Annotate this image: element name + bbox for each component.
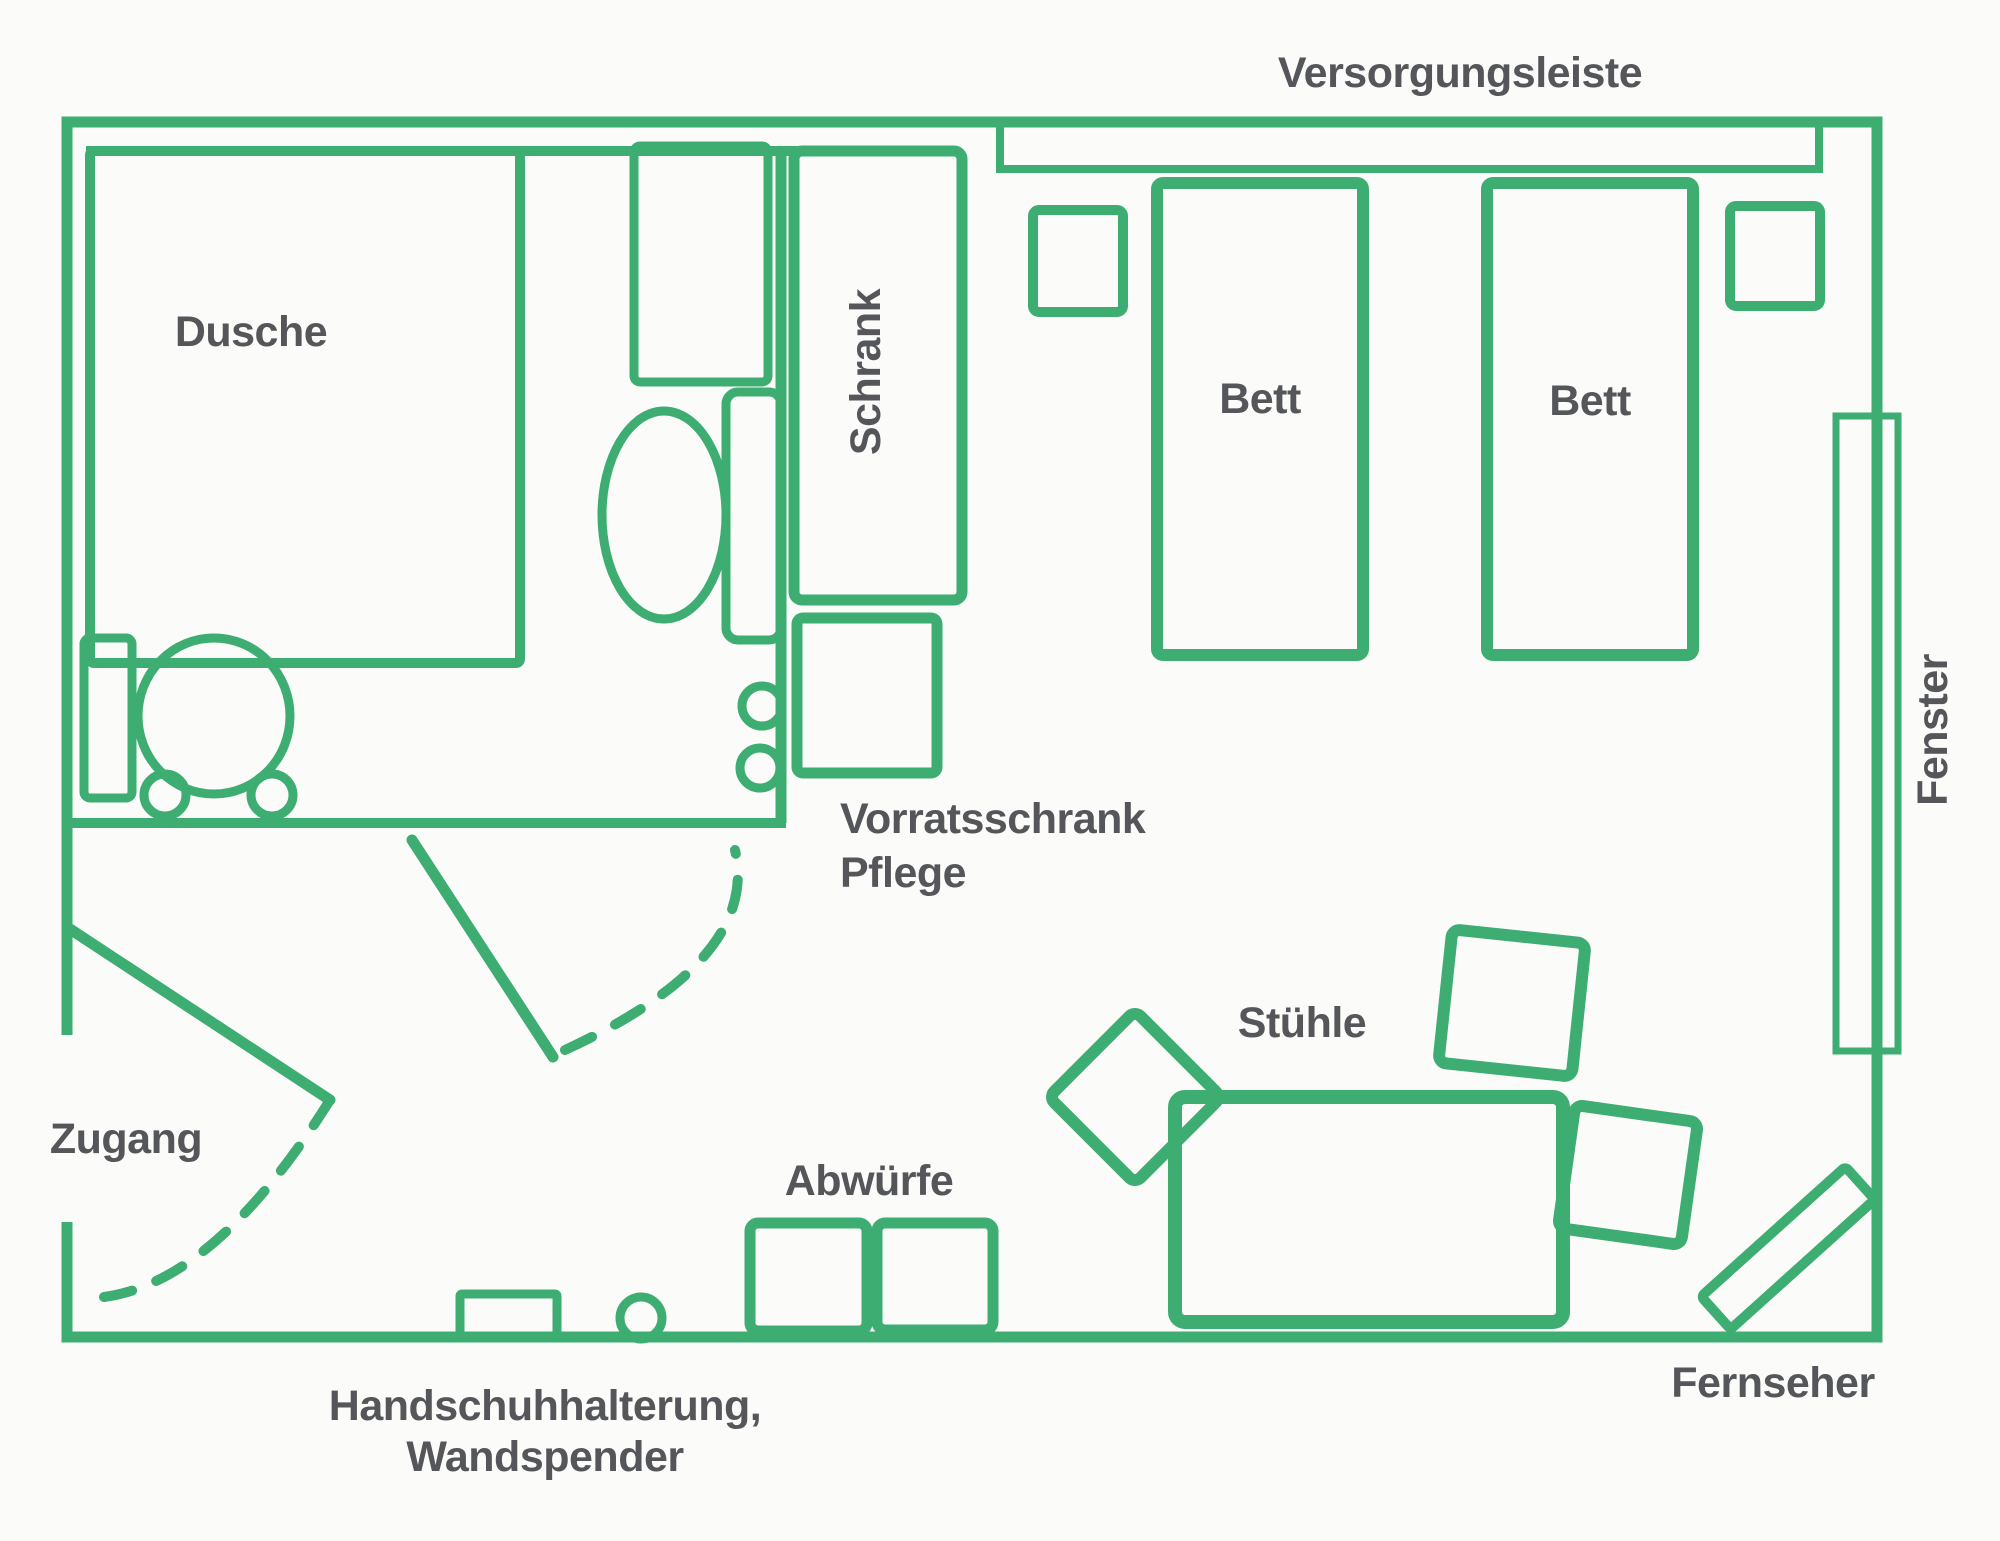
nightstand-left bbox=[1028, 205, 1128, 317]
floor-drain-left bbox=[139, 769, 191, 821]
entrance-door-leaf bbox=[64, 923, 336, 1106]
fixture-dot-bottom bbox=[735, 743, 785, 793]
chair-left bbox=[1046, 1008, 1224, 1186]
supply-cabinet bbox=[791, 612, 943, 779]
waste-chute-left bbox=[744, 1217, 873, 1337]
fixture-dot-top bbox=[737, 681, 787, 731]
label-bett-links: Bett bbox=[1219, 375, 1301, 423]
chair-right bbox=[1553, 1100, 1703, 1250]
toilet-bowl bbox=[133, 633, 295, 799]
label-fernseher: Fernseher bbox=[1671, 1359, 1875, 1407]
label-handschuh-line1: Handschuhhalterung, bbox=[329, 1382, 761, 1430]
glove-holder bbox=[455, 1289, 562, 1341]
bathroom-cabinet bbox=[629, 141, 773, 387]
label-fenster: Fenster bbox=[1909, 653, 1957, 806]
label-vorratsschrank-line2: Pflege bbox=[840, 849, 966, 897]
bed-right bbox=[1481, 177, 1699, 661]
label-versorgungsleiste: Versorgungsleiste bbox=[1278, 49, 1642, 97]
label-handschuh-line2: Wandspender bbox=[406, 1433, 684, 1481]
floor-drain-right bbox=[246, 769, 298, 821]
label-stuehle: Stühle bbox=[1238, 999, 1366, 1047]
chair-top bbox=[1433, 924, 1591, 1082]
bathroom-door-swing bbox=[560, 845, 743, 1055]
label-bett-rechts: Bett bbox=[1549, 377, 1631, 425]
label-abwuerfe: Abwürfe bbox=[785, 1157, 954, 1205]
waste-chute-right bbox=[871, 1217, 999, 1336]
shower-area bbox=[85, 146, 525, 668]
toilet-tank bbox=[79, 633, 137, 803]
table bbox=[1168, 1090, 1570, 1329]
wardrobe bbox=[788, 145, 968, 606]
wall-dispenser bbox=[615, 1292, 667, 1344]
bathroom-door-leaf bbox=[406, 834, 559, 1063]
supply-strip bbox=[996, 126, 1823, 173]
tv bbox=[1697, 1163, 1879, 1333]
label-vorratsschrank-line1: Vorratsschrank bbox=[840, 795, 1146, 843]
washbasin-oval bbox=[597, 406, 731, 624]
room-outer-wall bbox=[61, 116, 1883, 1343]
label-dusche: Dusche bbox=[175, 308, 327, 356]
label-schrank: Schrank bbox=[842, 288, 890, 455]
bed-left bbox=[1151, 177, 1369, 661]
label-zugang: Zugang bbox=[50, 1115, 202, 1163]
window bbox=[1832, 412, 1902, 1055]
entrance-door-swing bbox=[99, 1095, 335, 1302]
washbasin-counter bbox=[721, 387, 786, 645]
nightstand-right bbox=[1725, 201, 1825, 311]
